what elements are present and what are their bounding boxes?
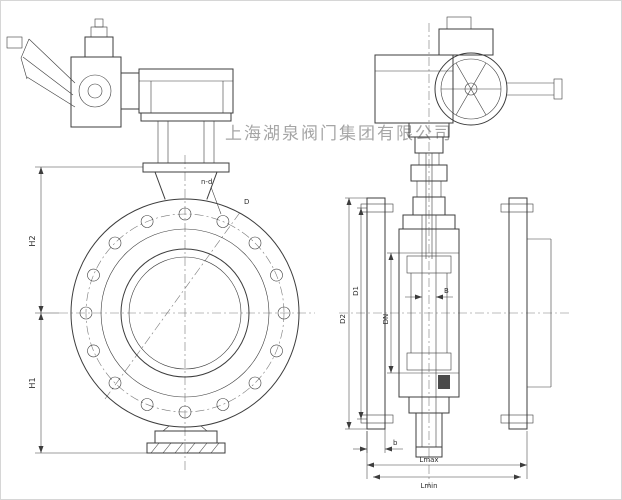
dim-label-dn: DN (382, 314, 390, 325)
dim-label-d2: D2 (339, 314, 347, 324)
motor-front (84, 36, 114, 58)
gearbox-front (120, 68, 234, 114)
dim-label-b-disc: B (444, 287, 449, 295)
actuator-side (374, 16, 563, 126)
diameter-dimensions: D2 D1 DN (339, 197, 399, 430)
bolt-holes (79, 207, 291, 419)
right-flange (500, 197, 552, 430)
side-view: D2 D1 DN B (339, 16, 569, 490)
bolt-circle (85, 213, 285, 413)
stem-width-dimension: B (405, 287, 453, 300)
valve-stem (421, 153, 437, 447)
diagonal-centerline (104, 210, 242, 400)
handwheel-front (20, 38, 76, 108)
dim-label-lmin: Lmin (420, 482, 437, 490)
disc-hub-lower (406, 352, 452, 371)
motor-side (438, 28, 494, 56)
seat-seal (438, 375, 450, 389)
flange-thickness-dimension: b (353, 429, 403, 453)
watermark-text: 上海湖泉阀门集团有限公司 (225, 124, 453, 143)
left-flange (360, 197, 394, 430)
front-diameter-labels: n-d D (201, 178, 249, 215)
disc-hub-upper (406, 255, 452, 274)
bottom-cover (415, 446, 443, 458)
dim-label-d: D (244, 198, 249, 206)
dim-label-lmax: Lmax (419, 456, 438, 464)
dim-label-h1: H1 (28, 377, 37, 388)
corner-mark (6, 36, 23, 49)
dim-label-b: b (393, 439, 398, 447)
actuator-front (70, 18, 122, 128)
flange-bolt (500, 203, 534, 213)
front-view: H2 H1 n-d D (20, 18, 315, 473)
output-shaft (507, 78, 563, 100)
dim-label-d1: D1 (352, 286, 360, 296)
valve-neck-bracket (140, 112, 232, 200)
height-dimensions: H2 H1 (28, 166, 147, 454)
handwheel-side (434, 52, 508, 126)
dim-label-nd: n-d (201, 178, 212, 186)
flange-bolt (500, 414, 534, 424)
actuator-dial (78, 74, 112, 108)
dim-label-h2: H2 (28, 235, 37, 246)
flange-circles (70, 198, 300, 428)
length-dimensions: Lmax Lmin (366, 431, 528, 490)
bottom-foot (146, 425, 226, 454)
